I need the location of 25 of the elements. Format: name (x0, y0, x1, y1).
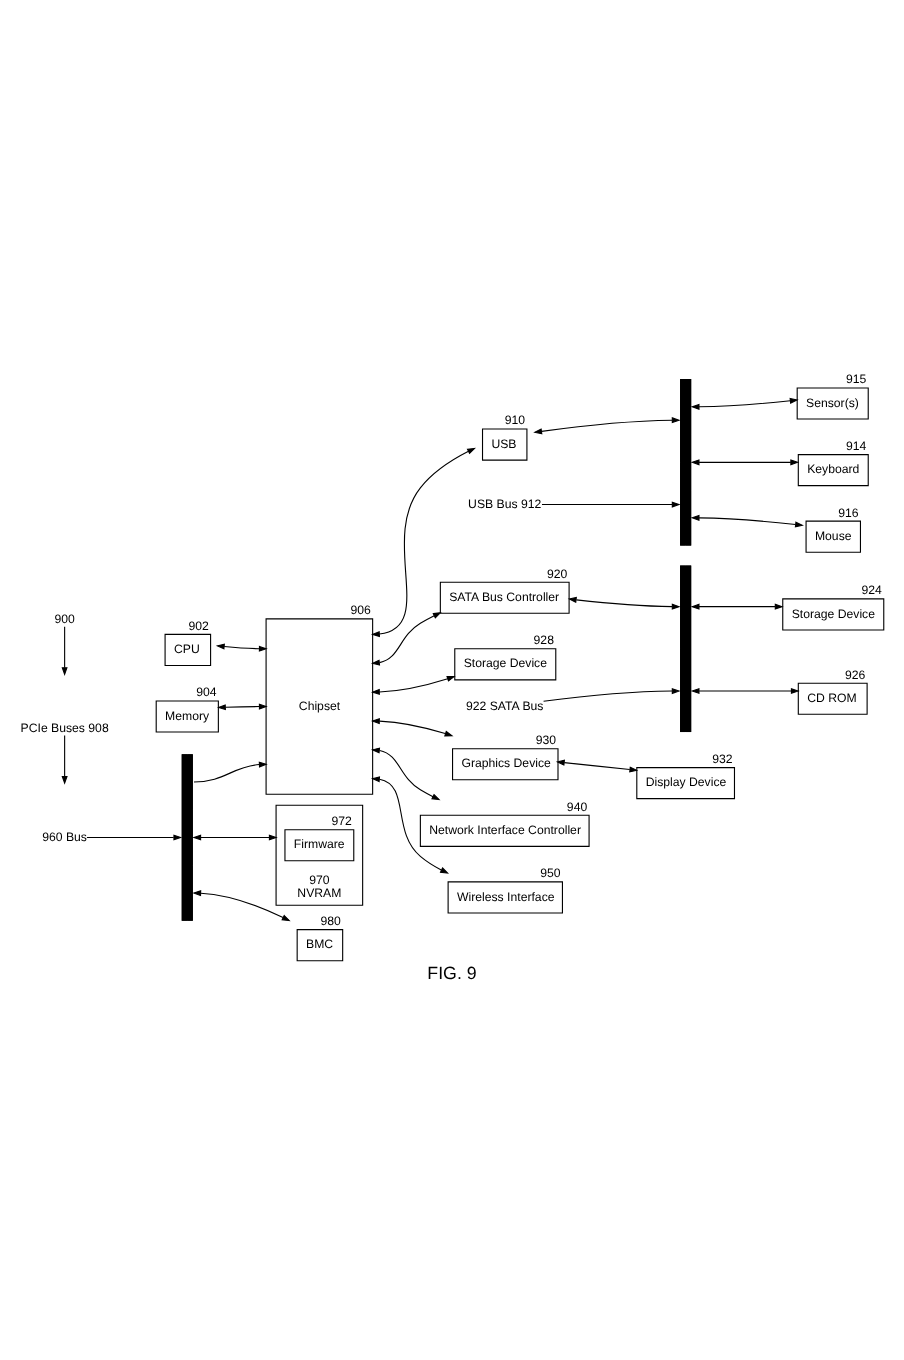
arrow (192, 833, 278, 840)
arrow (61, 625, 68, 675)
arrow (543, 686, 681, 701)
arrow (370, 674, 456, 695)
arrow (193, 760, 268, 782)
arrow (215, 642, 268, 651)
arrow (86, 833, 183, 840)
arrow (541, 500, 681, 507)
arrow (370, 717, 454, 736)
arrow (61, 733, 68, 784)
caption: FIG. 9 (427, 962, 477, 983)
arrow (555, 758, 639, 772)
arrow (370, 775, 450, 873)
arrow (690, 602, 784, 609)
arrow (567, 595, 681, 609)
arrow (370, 746, 441, 800)
arrow (690, 396, 799, 409)
arrow (370, 611, 442, 665)
arrow (216, 702, 268, 710)
arrow (690, 458, 800, 465)
arrow (690, 686, 800, 694)
arrow (533, 416, 681, 434)
arrow (370, 446, 476, 637)
arrow (690, 513, 804, 527)
arrow (192, 889, 291, 921)
